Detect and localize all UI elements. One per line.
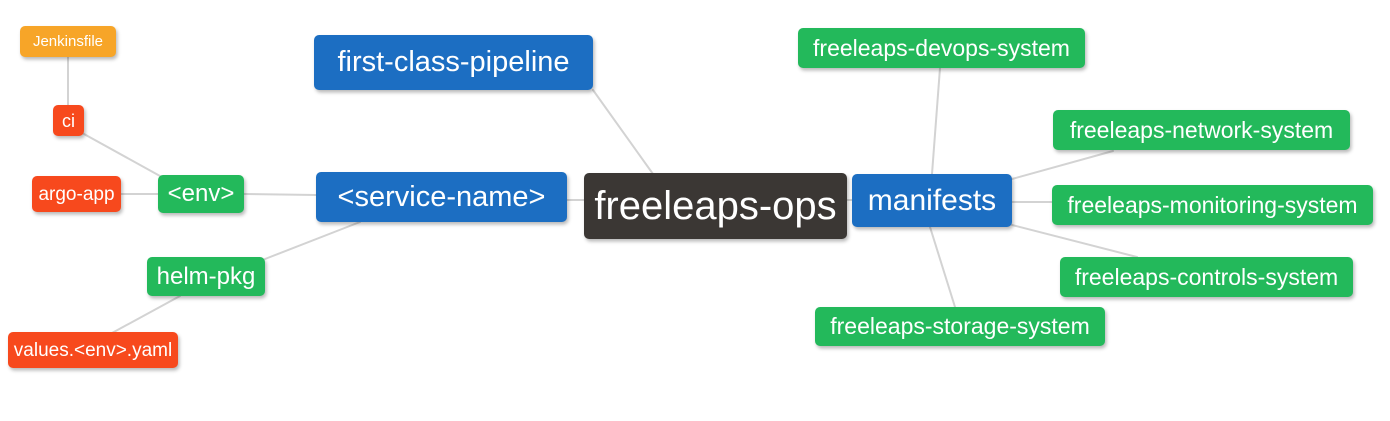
edge-manifests-devops: [931, 67, 941, 175]
node-argo-app[interactable]: argo-app: [32, 176, 121, 212]
node-freeleaps-controls-system[interactable]: freeleaps-controls-system: [1060, 257, 1353, 297]
node-freeleaps-ops-root[interactable]: freeleaps-ops: [584, 173, 847, 239]
edge-manifests-network: [1011, 150, 1114, 180]
edge-pipeline-freeleaps-ops: [592, 89, 654, 175]
edge-manifests-storage: [929, 226, 956, 308]
node-first-class-pipeline[interactable]: first-class-pipeline: [314, 35, 593, 90]
edge-ci-env: [83, 133, 161, 177]
node-service-name[interactable]: <service-name>: [316, 172, 567, 222]
node-freeleaps-devops-system[interactable]: freeleaps-devops-system: [798, 28, 1085, 68]
edge-manifests-controls: [1011, 224, 1138, 258]
edge-helm-pkg-service-name: [264, 221, 361, 260]
edge-helm-pkg-values: [111, 295, 181, 334]
node-manifests[interactable]: manifests: [852, 174, 1012, 227]
node-values-env-yaml[interactable]: values.<env>.yaml: [8, 332, 178, 368]
node-freeleaps-network-system[interactable]: freeleaps-network-system: [1053, 110, 1350, 150]
node-ci[interactable]: ci: [53, 105, 84, 136]
edge-env-service-name: [243, 193, 317, 196]
node-helm-pkg[interactable]: helm-pkg: [147, 257, 265, 296]
node-freeleaps-monitoring-system[interactable]: freeleaps-monitoring-system: [1052, 185, 1373, 225]
node-env[interactable]: <env>: [158, 175, 244, 213]
node-jenkinsfile[interactable]: Jenkinsfile: [20, 26, 116, 57]
node-freeleaps-storage-system[interactable]: freeleaps-storage-system: [815, 307, 1105, 346]
